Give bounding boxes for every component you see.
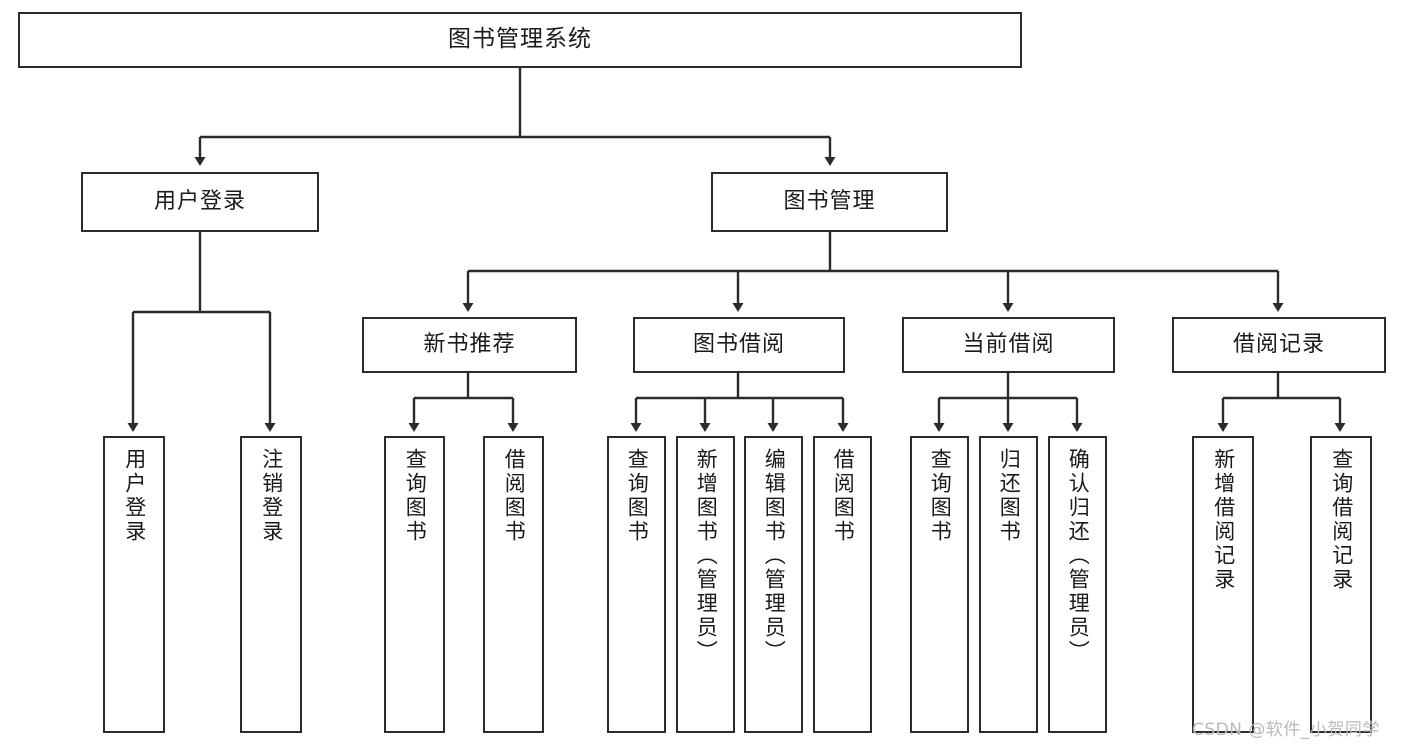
node-book-management[interactable]: 图书管理 <box>711 172 948 232</box>
node-label: 查询图书 <box>625 448 650 544</box>
leaf-user-login-2[interactable]: 注销登录 <box>240 436 302 733</box>
node-label: 新增借阅记录 <box>1211 448 1236 592</box>
node-user-login[interactable]: 用户登录 <box>81 172 319 232</box>
node-label: 用户登录 <box>153 188 246 214</box>
node-label: 查询图书 <box>403 448 428 544</box>
node-new-book-recommend[interactable]: 新书推荐 <box>362 317 577 373</box>
node-label: 归还图书 <box>997 448 1022 544</box>
node-label: 图书借阅 <box>692 331 785 357</box>
node-current-borrow[interactable]: 当前借阅 <box>902 317 1115 373</box>
leaf-new-book-1[interactable]: 查询图书 <box>384 436 445 733</box>
leaf-new-book-2[interactable]: 借阅图书 <box>483 436 544 733</box>
node-label: 新书推荐 <box>423 331 516 357</box>
leaf-current-borrow-3[interactable]: 确认归还（管理员） <box>1048 436 1107 733</box>
node-root-system[interactable]: 图书管理系统 <box>18 12 1022 68</box>
node-label: 查询图书 <box>928 448 953 544</box>
node-label: 借阅图书 <box>831 448 856 544</box>
leaf-borrow-record-2[interactable]: 查询借阅记录 <box>1310 436 1372 733</box>
node-label: 当前借阅 <box>962 331 1055 357</box>
node-label: 图书管理 <box>783 188 876 214</box>
leaf-current-borrow-2[interactable]: 归还图书 <box>979 436 1038 733</box>
leaf-book-borrow-4[interactable]: 借阅图书 <box>813 436 872 733</box>
node-label: 注销登录 <box>259 448 284 544</box>
leaf-book-borrow-3[interactable]: 编辑图书（管理员） <box>744 436 803 733</box>
node-book-borrow[interactable]: 图书借阅 <box>633 317 845 373</box>
leaf-current-borrow-1[interactable]: 查询图书 <box>910 436 969 733</box>
node-label: 用户登录 <box>122 448 147 544</box>
node-label: 借阅记录 <box>1232 331 1325 357</box>
node-label: 新增图书（管理员） <box>694 448 719 664</box>
leaf-book-borrow-1[interactable]: 查询图书 <box>607 436 666 733</box>
node-label: 查询借阅记录 <box>1329 448 1354 592</box>
csdn-watermark: CSDN @软件_小贺同学 <box>1192 720 1380 740</box>
node-label: 图书管理系统 <box>448 26 592 53</box>
node-label: 借阅图书 <box>502 448 527 544</box>
leaf-book-borrow-2[interactable]: 新增图书（管理员） <box>676 436 735 733</box>
node-borrow-record[interactable]: 借阅记录 <box>1172 317 1386 373</box>
leaf-borrow-record-1[interactable]: 新增借阅记录 <box>1192 436 1254 733</box>
node-label: 确认归还（管理员） <box>1066 448 1091 664</box>
node-label: 编辑图书（管理员） <box>762 448 787 664</box>
leaf-user-login-1[interactable]: 用户登录 <box>103 436 165 733</box>
